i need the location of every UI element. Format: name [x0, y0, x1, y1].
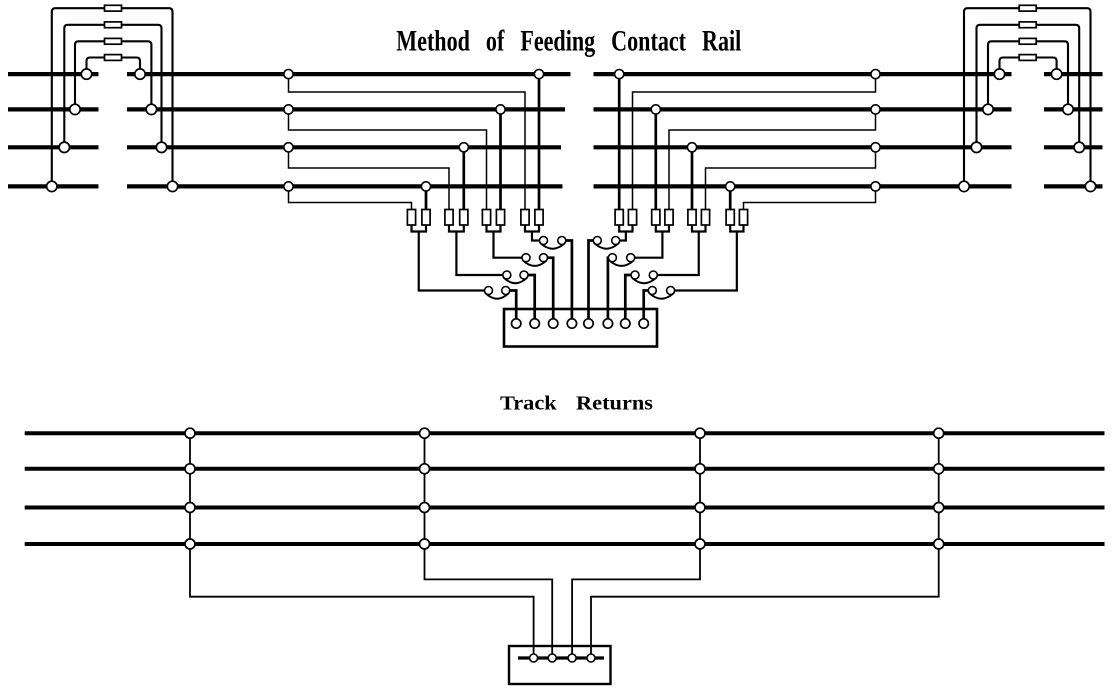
svg-text:Method of Feeding Contact Rail: Method of Feeding Contact Rail [396, 26, 741, 58]
svg-text:Track Returns: Track Returns [500, 393, 653, 414]
